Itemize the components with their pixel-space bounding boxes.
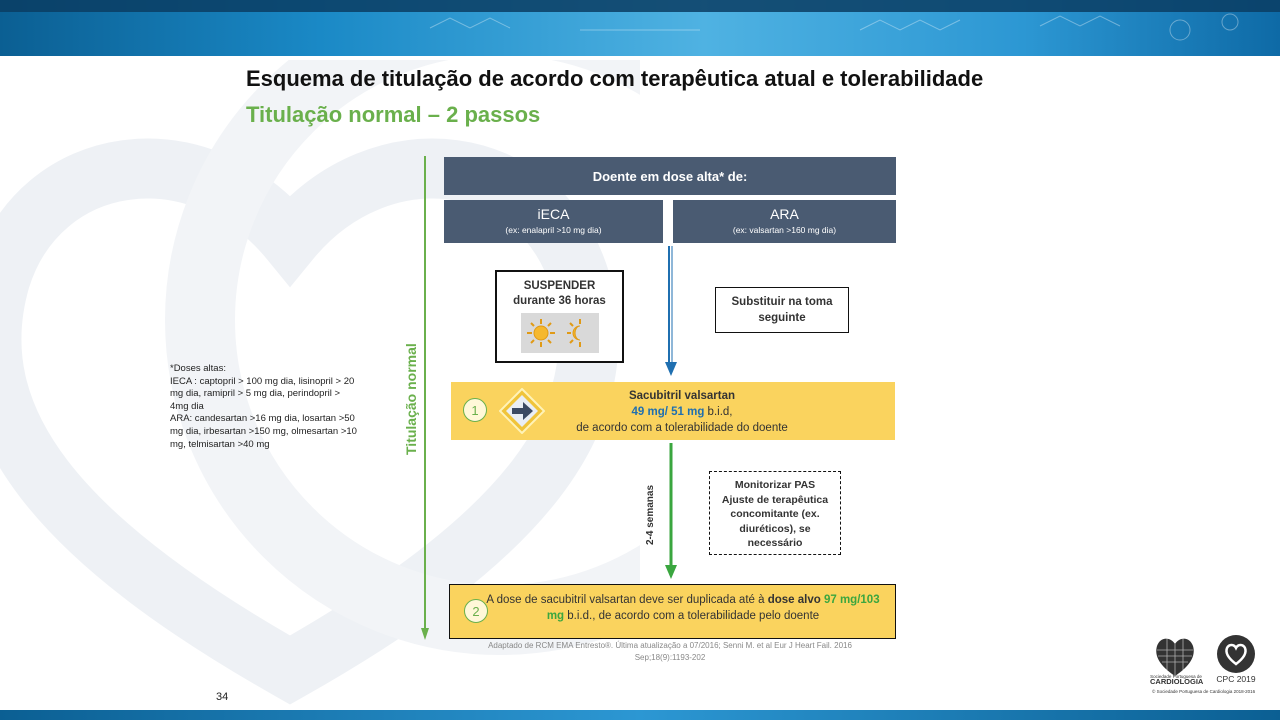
ara-example: (ex: valsartan >160 mg dia) <box>732 225 837 235</box>
titration-axis-arrow-icon <box>421 156 429 640</box>
substitute-box: Substituir na toma seguinte <box>715 287 849 333</box>
step2-text-a: A dose de sacubitril valsartan deve ser … <box>486 594 768 606</box>
ieca-box: iECA (ex: enalapril >10 mg dia) <box>444 200 663 243</box>
ieca-example: (ex: enalapril >10 mg dia) <box>505 225 602 235</box>
titration-axis-label: Titulação normal <box>403 343 419 455</box>
monitor-line5: necessário <box>747 537 803 549</box>
step2-number: 2 <box>464 599 488 623</box>
step2-dose-label: dose alvo <box>767 594 821 606</box>
step1-dose-suffix: b.i.d, <box>704 406 733 418</box>
monitor-line2: Ajuste de terapêutica <box>721 493 829 506</box>
suspend-line2: durante 36 horas <box>513 295 606 307</box>
monitor-line3: concomitante (ex. <box>730 508 820 520</box>
step1-title: Sacubitril valsartan <box>628 390 736 402</box>
spc-small-text: Sociedade Portuguesa de <box>1150 674 1202 679</box>
monitor-box: Monitorizar PAS Ajuste de terapêutica co… <box>709 471 841 555</box>
interval-label: 2-4 semanas <box>645 484 656 545</box>
step1-dose: 49 mg/ 51 mg <box>631 406 705 418</box>
step2-dose-value: 97 mg/103 mg <box>546 594 880 622</box>
arrow-diamond-icon <box>499 388 545 434</box>
step1-box: 1 Sacubitril valsartan 49 mg/ 51 mg b.i.… <box>451 382 895 440</box>
high-dose-header-box: Doente em dose alta* de: <box>444 157 896 195</box>
step1-note: de acordo com a tolerabilidade do doente <box>576 422 788 434</box>
monitor-line1: Monitorizar PAS <box>734 479 816 491</box>
step2-text: A dose de sacubitril valsartan deve ser … <box>478 592 888 624</box>
slide-subtitle: Titulação normal – 2 passos <box>246 102 541 127</box>
page-number: 34 <box>216 691 229 703</box>
copyright-text: © Sociedade Portuguesa de Cardiologia 20… <box>1152 689 1256 694</box>
green-down-arrow-icon <box>665 443 677 579</box>
step1-number: 1 <box>463 398 487 422</box>
header-band-dark-strip <box>0 0 1280 12</box>
substitute-line2: seguinte <box>758 312 806 324</box>
slide-title: Esquema de titulação de acordo com terap… <box>246 66 984 91</box>
cpc-logo-text: CPC 2019 <box>1216 674 1256 684</box>
reference-line2: Sep;18(9):1193-202 <box>634 653 706 662</box>
reference-line1: Adaptado de RCM EMA Entresto®. Última at… <box>488 641 852 650</box>
suspend-box: SUSPENDER durante 36 horas <box>495 270 624 363</box>
doses-note-ieca: IECA : captopril > 100 mg dia, lisinopri… <box>170 375 355 412</box>
doses-note-ara: ARA: candesartan >16 mg dia, losartan >5… <box>170 413 357 450</box>
ara-name: ARA <box>770 206 799 222</box>
molecule-pattern-icon <box>429 13 1239 41</box>
spc-big-text: CARDIOLOGIA <box>1150 677 1204 686</box>
footer-band <box>0 710 1280 720</box>
spc-heart-logo-icon <box>1156 638 1194 676</box>
high-doses-note: *Doses altas: IECA : captopril > 100 mg … <box>170 363 360 451</box>
day-night-image <box>520 313 599 353</box>
sun-icon <box>527 319 555 347</box>
cpc-heart-logo-icon <box>1217 635 1255 673</box>
step1-dose-line: 49 mg/ 51 mg b.i.d, <box>451 406 895 418</box>
doses-note-heading: *Doses altas: <box>170 363 226 374</box>
reference-citation: Adaptado de RCM EMA Entresto®. Última at… <box>470 640 870 664</box>
step2-text-b: b.i.d., de acordo com a tolerabilidade p… <box>564 610 820 622</box>
step2-box: 2 A dose de sacubitril valsartan deve se… <box>449 584 896 639</box>
ieca-name: iECA <box>537 206 570 222</box>
header-band <box>0 0 1280 56</box>
blue-down-arrow-icon <box>665 246 677 376</box>
suspend-line1: SUSPENDER <box>523 280 596 292</box>
substitute-line1: Substituir na toma <box>731 296 833 308</box>
monitor-line4: diuréticos), se <box>739 522 811 535</box>
spc-logo-text: Sociedade Portuguesa de CARDIOLOGIA <box>1150 674 1204 686</box>
ara-box: ARA (ex: valsartan >160 mg dia) <box>673 200 896 243</box>
half-sun-icon <box>567 319 581 347</box>
